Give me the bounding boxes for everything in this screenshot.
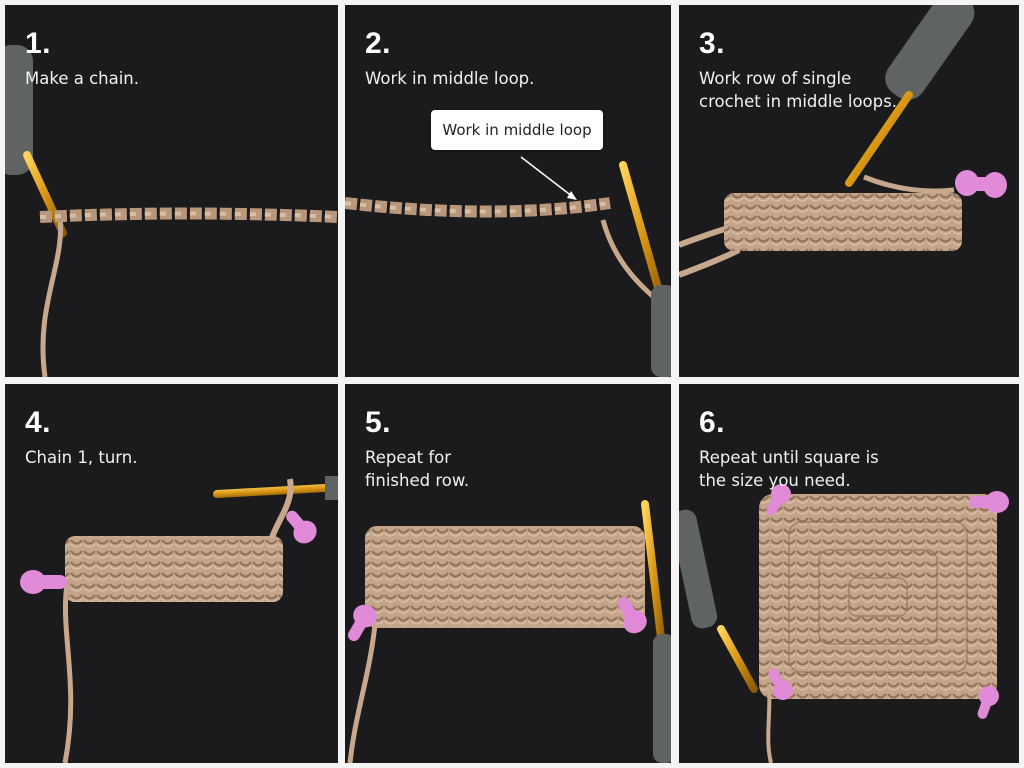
step-number: 2. <box>365 27 392 60</box>
callout-label: Work in middle loop <box>431 110 603 150</box>
chain-turn-illustration <box>20 476 338 763</box>
crochet-row <box>724 193 962 251</box>
step-panel-6: 6. Repeat until square is the size you n… <box>679 384 1019 763</box>
hook-handle <box>679 509 718 629</box>
first-row-illustration <box>679 5 1007 278</box>
hook-handle <box>885 5 975 100</box>
stitch-marker <box>977 686 999 719</box>
chain-illustration <box>5 45 338 377</box>
crochet-square <box>759 494 997 699</box>
step-number: 3. <box>699 27 726 60</box>
stitch-marker <box>969 491 1009 513</box>
stitch-marker <box>286 510 317 544</box>
middle-loop-illustration <box>345 156 671 377</box>
crochet-rows <box>365 526 645 628</box>
crochet-hook <box>213 484 329 498</box>
yarn-tail <box>766 683 773 763</box>
step-panel-5: 5. Repeat for finished row. <box>345 384 671 763</box>
step-panel-3: 3. Work row of single crochet in middle … <box>679 5 1019 377</box>
crochet-row <box>65 536 283 602</box>
stitch-marker <box>768 668 793 700</box>
step-number: 5. <box>365 406 392 439</box>
finished-row-illustration <box>347 500 671 763</box>
finished-square-illustration <box>679 484 1009 763</box>
crochet-hook <box>619 161 667 309</box>
yarn-tail <box>62 583 74 763</box>
stitch-marker <box>20 570 67 594</box>
step-panel-4: 4. Chain 1, turn. <box>5 384 338 763</box>
step-caption: Repeat until square is the size you need… <box>699 448 879 490</box>
stitch-marker <box>766 484 791 516</box>
hook-handle <box>653 634 671 763</box>
step-caption: Work row of single crochet in middle loo… <box>699 69 897 111</box>
step-panel-2: 2. Work in middle loop. Work in middle l… <box>345 5 671 377</box>
step-caption: Repeat for finished row. <box>365 448 470 490</box>
step-number: 1. <box>25 27 52 60</box>
step-number: 4. <box>25 406 52 439</box>
callout-arrow <box>520 156 574 198</box>
stitch-marker <box>618 596 647 634</box>
hook-handle <box>325 476 338 500</box>
step-panel-1: 1. Make a chain. <box>5 5 338 377</box>
yarn-tail <box>347 623 378 763</box>
yarn-tail <box>40 216 64 377</box>
stitch-marker <box>348 604 377 642</box>
step-caption: Chain 1, turn. <box>25 448 138 467</box>
step-caption: Make a chain. <box>25 69 139 88</box>
crochet-hook <box>845 91 913 187</box>
hook-handle <box>651 285 671 377</box>
stitch-marker <box>955 170 1007 198</box>
step-caption: Work in middle loop. <box>365 69 535 88</box>
crochet-hook <box>717 625 758 693</box>
hook-handle <box>5 45 33 175</box>
foundation-chain <box>345 197 611 218</box>
crochet-hook <box>641 500 667 658</box>
step-number: 6. <box>699 406 726 439</box>
foundation-chain <box>39 207 338 223</box>
